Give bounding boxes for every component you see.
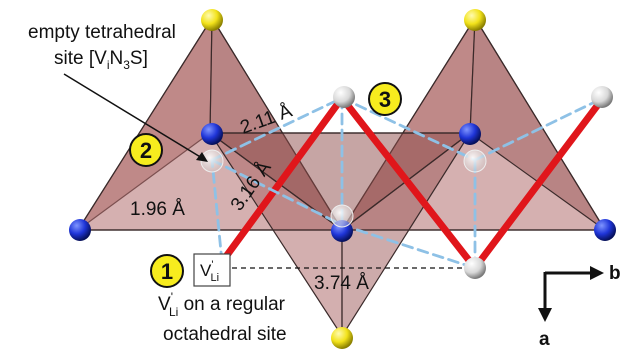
nitrogen-atom-left: [69, 219, 91, 241]
axes-indicator: b a: [538, 263, 621, 350]
vli-box-main: V: [200, 261, 212, 280]
atoms: [69, 9, 616, 349]
empty-site-sub-i: i: [107, 58, 110, 72]
svg-text:site [ViN3S]: site [ViN3S]: [54, 48, 148, 72]
vli-box-sup: ': [211, 259, 213, 271]
vacancy-ghost-right: [463, 149, 487, 173]
sulfur-atom-left-top: [201, 9, 223, 31]
axis-a-arrow: [538, 308, 552, 322]
caption-sup: ': [171, 290, 173, 304]
vacancy-ghost-left: [200, 149, 224, 173]
sulfur-atom-bottom: [331, 327, 353, 349]
distance-3-74: 3.74 Å: [314, 273, 369, 294]
distance-1-96: 1.96 Å: [130, 199, 185, 220]
badge-three-label: 3: [379, 87, 391, 112]
badge-one-label: 1: [161, 259, 173, 284]
vli-box-sub: Li: [210, 272, 219, 284]
nitrogen-atom-right-mid: [459, 123, 481, 145]
empty-site-line1: empty tetrahedral: [28, 22, 176, 43]
vli-box: V'Li: [193, 253, 231, 287]
badge-two-label: 2: [140, 138, 152, 163]
axis-b-label: b: [609, 263, 621, 284]
badge-one: 1: [150, 254, 184, 288]
caption-main: V: [158, 294, 171, 315]
badge-two: 2: [129, 133, 163, 167]
svg-text:V'Li: V'Li: [200, 259, 219, 284]
caption-label: V'Li on a regular octahedral site: [158, 290, 287, 345]
empty-site-suffix: S]: [130, 48, 148, 69]
vacancy-ghost-center: [330, 204, 354, 228]
caption-sub: Li: [169, 305, 178, 319]
empty-site-arrow-line: [63, 73, 203, 159]
empty-site-label: empty tetrahedral site [ViN3S]: [28, 22, 208, 162]
caption-line2: octahedral site: [163, 324, 287, 345]
empty-site-prefix: site [V: [54, 48, 107, 69]
vacancy-atom-top-right: [591, 86, 613, 108]
axis-a-label: a: [539, 329, 550, 350]
nitrogen-atom-left-mid: [201, 123, 223, 145]
svg-text:V'Li on a regular: V'Li on a regular: [158, 290, 286, 319]
vacancy-atom-bottom-right: [464, 257, 486, 279]
axis-b-arrow: [590, 266, 604, 280]
empty-site-mid: N: [109, 48, 123, 69]
badge-three: 3: [368, 82, 402, 116]
red-path: [218, 94, 607, 272]
empty-site-sub-3: 3: [123, 58, 130, 72]
nitrogen-atom-right: [594, 219, 616, 241]
empty-site-arrow-head: [196, 152, 208, 162]
caption-rest: on a regular: [178, 294, 285, 315]
dashed-guides: [210, 96, 605, 270]
vacancy-atom-top-center: [333, 86, 355, 108]
sulfur-atom-right-top: [464, 9, 486, 31]
